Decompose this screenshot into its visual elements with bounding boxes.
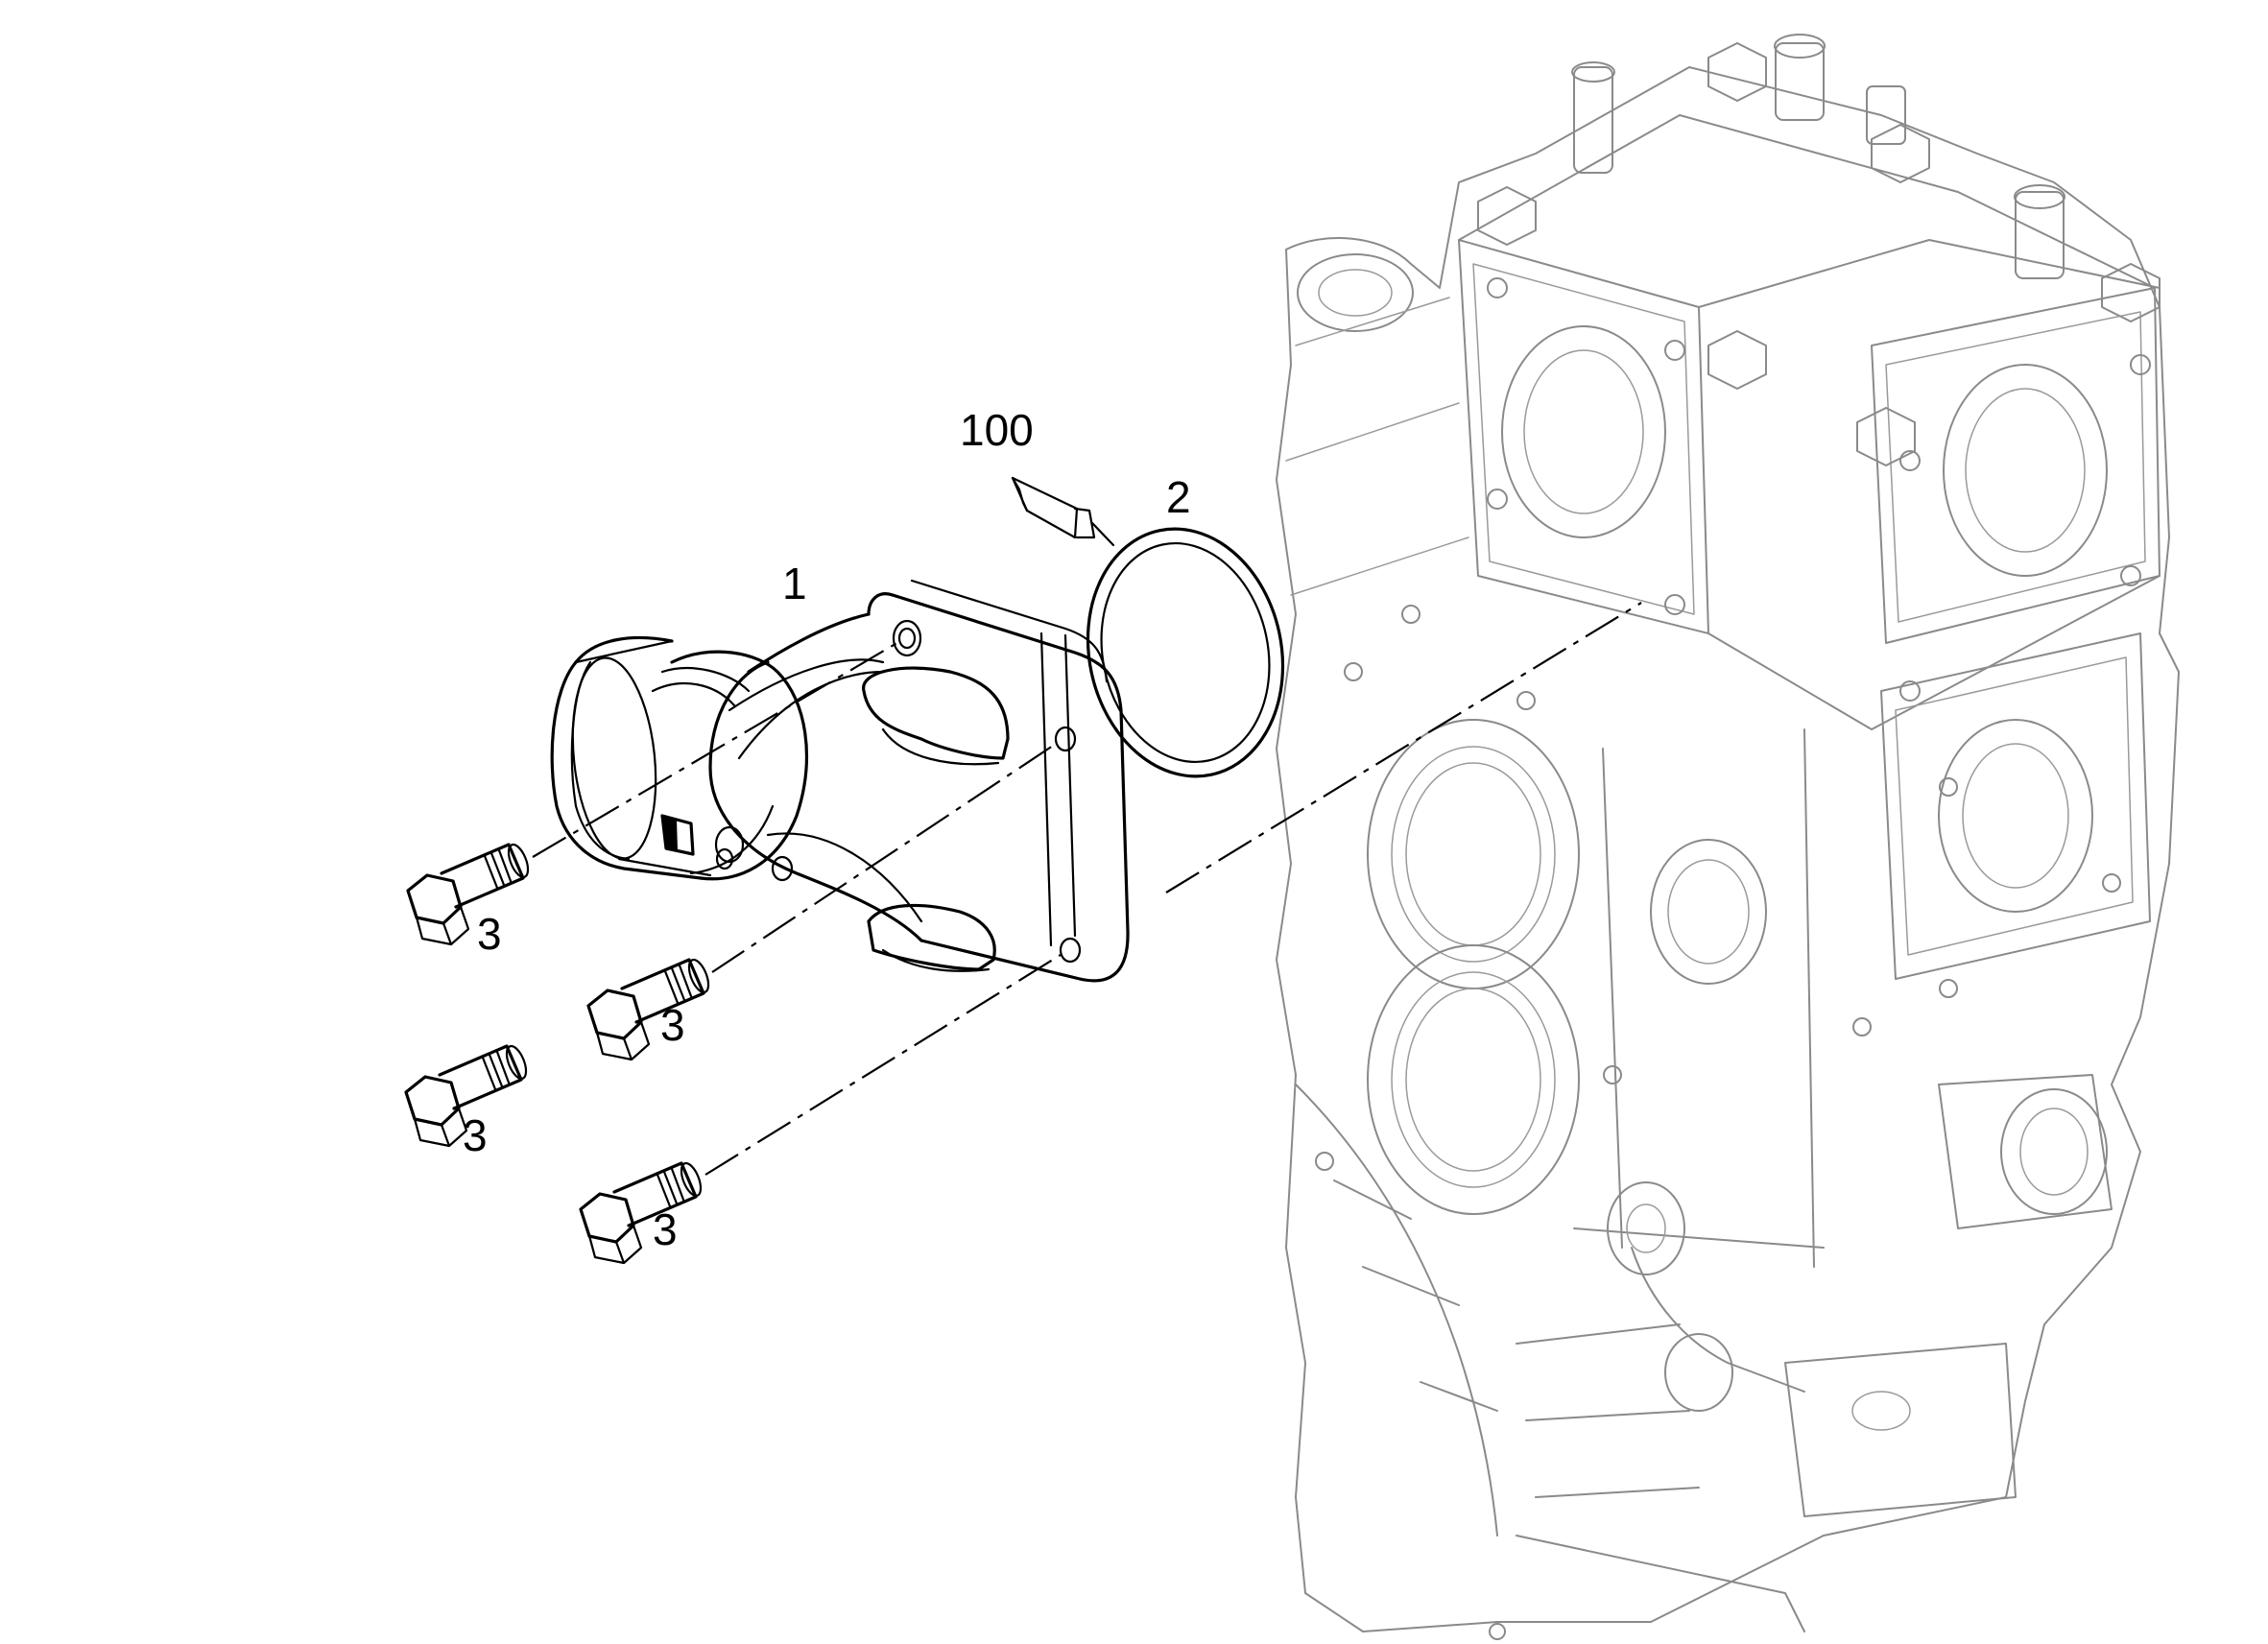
thermostat-housing <box>550 579 1130 983</box>
callout-part-3-bolt-b: 3 <box>660 1000 685 1050</box>
callout-part-2: 2 <box>1166 472 1191 522</box>
bolt-d <box>579 1161 703 1265</box>
engine-block <box>1276 34 2180 1640</box>
callout-part-3-bolt-c: 3 <box>463 1110 488 1160</box>
bolt-a <box>406 843 530 946</box>
sealant-tube-icon <box>1011 476 1115 547</box>
assembly-center-lines <box>532 602 1642 1176</box>
o-ring-gasket <box>1086 527 1285 778</box>
callout-part-3-bolt-d: 3 <box>653 1204 678 1254</box>
bolt-c <box>404 1044 528 1148</box>
callout-part-1: 1 <box>782 559 807 608</box>
bolt-b <box>586 958 710 1061</box>
callout-part-100: 100 <box>960 405 1034 455</box>
callout-part-3-bolt-a: 3 <box>477 909 502 959</box>
